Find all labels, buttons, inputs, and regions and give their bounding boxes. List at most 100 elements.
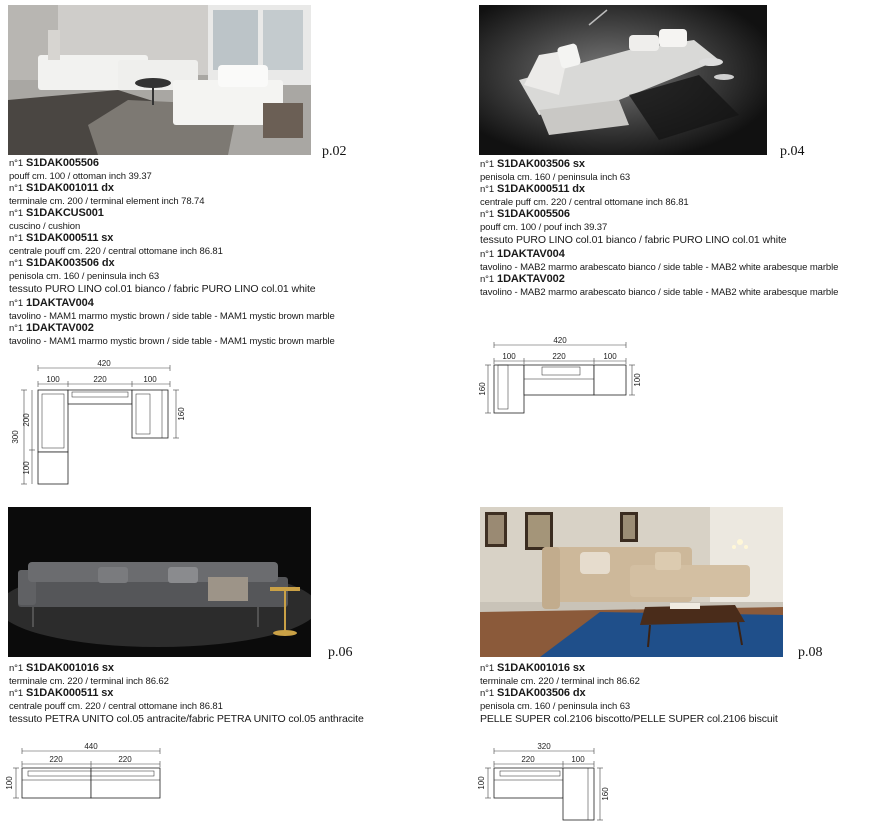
product-code: 1DAKTAV002 [497,273,565,285]
product-code-line: n°1 1DAKTAV002 [480,273,838,287]
product-code-line: n°1 S1DAKCUS001 [9,207,335,221]
product-code: S1DAK005506 [497,208,570,220]
item-description: terminale cm. 200 / terminal element inc… [9,195,205,207]
dim-depth: 200 [22,413,31,427]
dim-depth: 100 [5,776,14,790]
quantity-label: n°1 [480,184,495,195]
dimension-drawing-p06: 440 220 220 100 [4,742,170,807]
product-code-line: n°1 1DAKTAV004 [480,248,838,262]
dim-segment: 100 [571,755,585,764]
product-code-line: n°1 S1DAK000511 sx [9,232,335,246]
dim-depth: 160 [478,382,487,396]
item-description: terminale cm. 220 / terminal inch 86.62 [480,675,640,687]
item-description: penisola cm. 160 / peninsula inch 63 [480,700,631,712]
product-code-line: n°1 S1DAK003506 sx [480,158,838,172]
item-description: centrale puff cm. 220 / central ottomane… [480,196,689,208]
page-number: p.06 [328,645,353,660]
product-code-line: n°1 S1DAK003506 dx [9,257,335,271]
dim-segment: 100 [143,375,157,384]
dim-depth: 100 [477,776,486,790]
quantity-label: n°1 [9,258,24,269]
dim-segment: 220 [118,755,132,764]
item-description: tavolino - MAB2 marmo arabescato bianco … [480,261,839,273]
quantity-label: n°1 [480,249,495,260]
product-code: 1DAKTAV002 [26,322,94,334]
fabric-description: PELLE SUPER col.2106 biscotto/PELLE SUPE… [480,713,778,725]
quantity-label: n°1 [480,688,495,699]
product-code: 1DAKTAV004 [497,248,565,260]
product-code: S1DAK000511 sx [26,687,114,699]
quantity-label: n°1 [9,158,24,169]
item-description: terminale cm. 220 / terminal inch 86.62 [9,675,169,687]
fabric-description: tessuto PETRA UNITO col.05 antracite/fab… [9,713,364,725]
product-photo-p06 [8,507,311,657]
item-description: tavolino - MAM1 marmo mystic brown / sid… [9,335,335,347]
quantity-label: n°1 [480,209,495,220]
dim-segment: 220 [521,755,535,764]
product-code: S1DAK001016 sx [26,662,114,674]
item-description: cuscino / cushion [9,220,81,232]
product-code: S1DAK001016 sx [497,662,585,674]
product-code: S1DAK000511 dx [497,183,585,195]
product-code-line: n°1 S1DAK000511 sx [9,687,364,701]
item-description: tavolino - MAB2 marmo arabescato bianco … [480,286,839,298]
product-code-line: n°1 S1DAK003506 dx [480,687,778,701]
product-code-line: n°1 S1DAK000511 dx [480,183,838,197]
product-code-line: n°1 S1DAK001016 sx [9,662,364,676]
fabric-description: tessuto PURO LINO col.01 bianco / fabric… [480,234,787,246]
item-description: centrale pouff cm. 220 / central ottoman… [9,245,223,257]
dim-total: 420 [553,336,567,345]
product-code: S1DAK000511 sx [26,232,114,244]
dim-segment: 220 [93,375,107,384]
product-code-line: n°1 S1DAK001016 sx [480,662,778,676]
dim-total: 320 [537,742,551,751]
quantity-label: n°1 [9,233,24,244]
quantity-label: n°1 [9,323,24,334]
page-number: p.04 [780,144,805,159]
quantity-label: n°1 [9,298,24,309]
dim-depth: 300 [11,430,20,444]
product-photo-p08 [480,507,783,657]
dim-segment: 100 [502,352,516,361]
dim-total: 420 [97,360,111,368]
quantity-label: n°1 [9,688,24,699]
item-description: tavolino - MAM1 marmo mystic brown / sid… [9,310,335,322]
item-description: pouff cm. 100 / pouf inch 39.37 [480,221,608,233]
product-code: S1DAK003506 sx [497,158,585,170]
product-code-line: n°1 S1DAK001011 dx [9,182,335,196]
dimension-drawing-p02: 420 100 220 100 300 200 100 160 [8,359,188,495]
product-code-line: n°1 1DAKTAV004 [9,297,335,311]
product-code: S1DAK003506 dx [497,687,586,699]
quantity-label: n°1 [480,274,495,285]
product-code-line: n°1 S1DAK005506 [480,208,838,222]
dimension-drawing-p04: 420 100 220 100 160 100 [478,335,648,420]
dim-depth: 100 [633,373,642,387]
product-photo-p04 [479,5,767,155]
page-number: p.02 [322,144,347,159]
product-code: S1DAK001011 dx [26,182,114,194]
item-description: centrale pouff cm. 220 / central ottoman… [9,700,223,712]
page-number: p.08 [798,645,823,660]
item-description: pouff cm. 100 / ottoman inch 39.37 [9,170,152,182]
product-code: 1DAKTAV004 [26,297,94,309]
quantity-label: n°1 [9,663,24,674]
item-description: penisola cm. 160 / peninsula inch 63 [9,270,160,282]
product-photo-p02 [8,5,311,155]
product-code-line: n°1 S1DAK005506 [9,157,335,171]
fabric-description: tessuto PURO LINO col.01 bianco / fabric… [9,283,316,295]
quantity-label: n°1 [480,159,495,170]
product-code: S1DAK003506 dx [26,257,115,269]
quantity-label: n°1 [480,663,495,674]
dimension-drawing-p08: 320 220 100 100 160 [474,742,614,829]
dim-segment: 220 [49,755,63,764]
quantity-label: n°1 [9,183,24,194]
dim-segment: 100 [46,375,60,384]
item-description: penisola cm. 160 / peninsula inch 63 [480,171,631,183]
quantity-label: n°1 [9,208,24,219]
product-code: S1DAK005506 [26,157,99,169]
dim-depth: 100 [22,461,31,475]
dim-depth: 160 [177,407,186,421]
